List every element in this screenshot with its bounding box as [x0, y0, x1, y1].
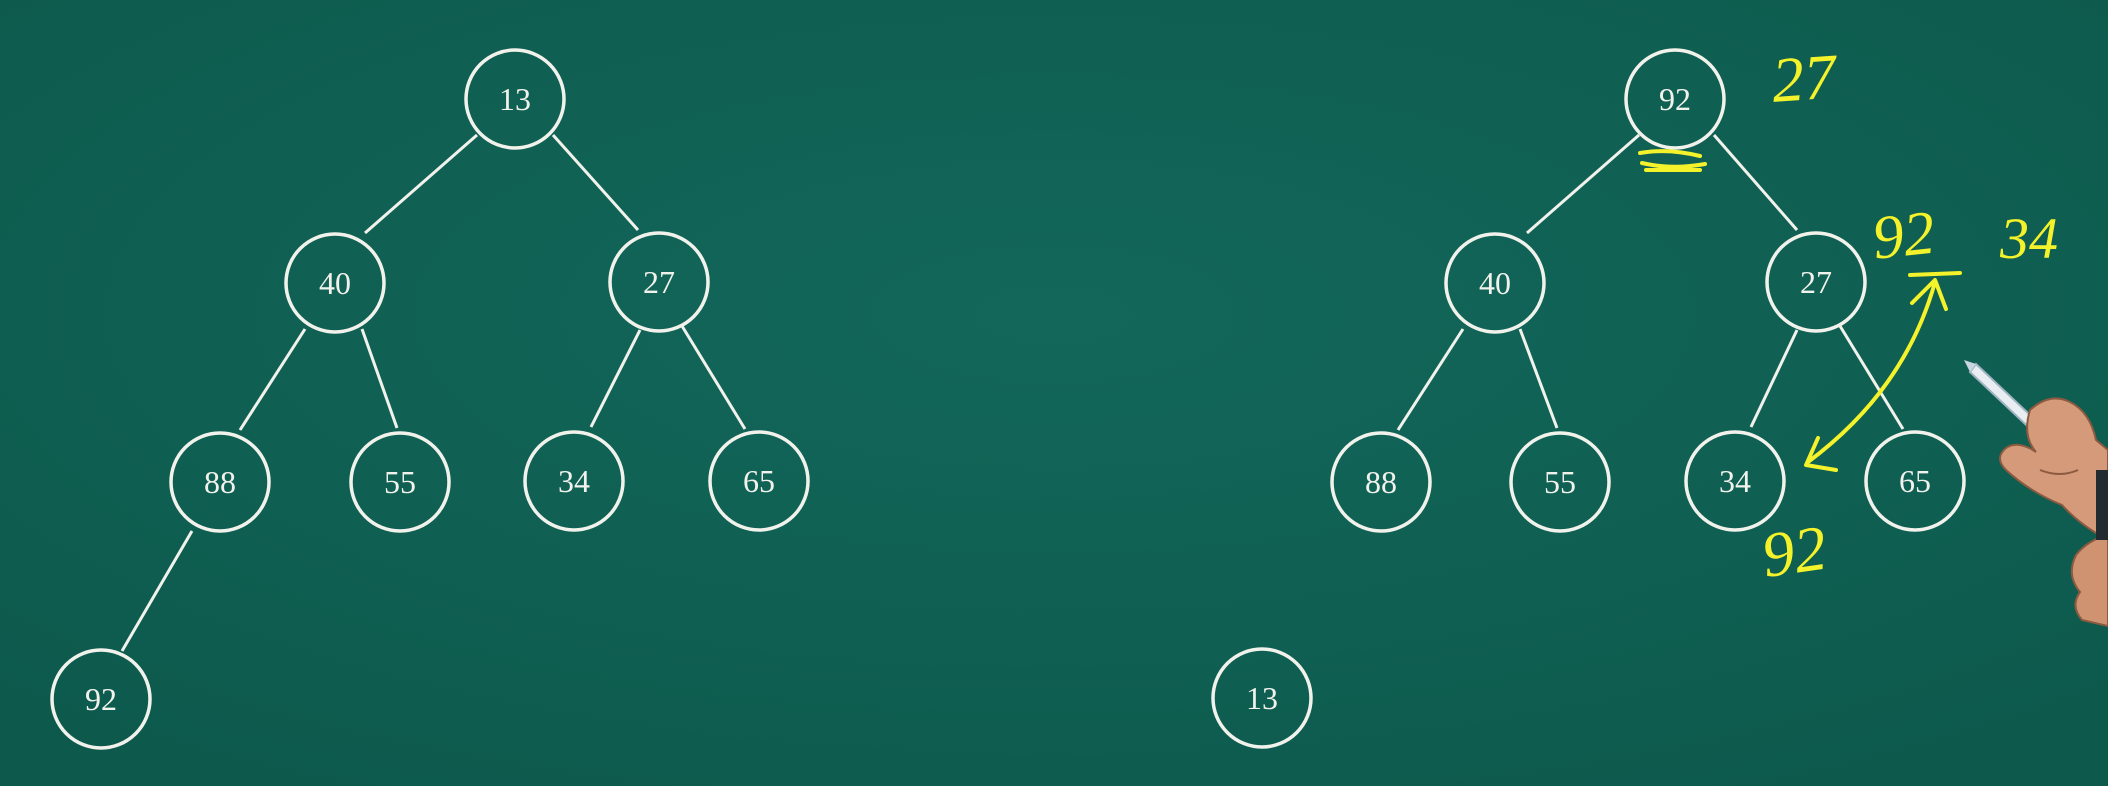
right-edge-27-65: [1838, 325, 1905, 430]
right-tree-nodes: 92 40 27 88 55 34 65 13: [1211, 48, 1966, 749]
right-node-65: 65: [1864, 430, 1966, 532]
right-node-34-label: 34: [1719, 463, 1751, 499]
left-node-88: 88: [169, 431, 271, 533]
right-edge-40-55: [1518, 328, 1559, 429]
left-edge-root-27: [551, 133, 640, 232]
right-node-27: 27: [1765, 231, 1867, 333]
left-tree-nodes: 13 40 27 88 55 34 65 92: [50, 48, 810, 750]
yellow-annotations: [1638, 149, 1962, 472]
right-edge-40-88: [1396, 328, 1465, 431]
left-tree: [120, 133, 747, 652]
removed-node-13-label: 13: [1246, 680, 1278, 716]
right-edge-27-34: [1749, 329, 1799, 428]
right-tree: [1396, 133, 1905, 431]
right-node-55: 55: [1509, 431, 1611, 533]
removed-node-13: 13: [1211, 647, 1313, 749]
left-edge-40-88: [238, 328, 307, 431]
right-edge-root-40: [1526, 133, 1640, 235]
swap-arrow: [1806, 280, 1937, 464]
hand-fingers: [1999, 397, 2108, 542]
right-node-88: 88: [1330, 431, 1432, 533]
annotation-34: 34: [1999, 206, 2058, 271]
hand-knuckle: [2039, 469, 2079, 475]
left-node-88-label: 88: [204, 464, 236, 500]
left-node-27: 27: [608, 231, 710, 333]
right-node-40: 40: [1444, 232, 1546, 334]
annotation-92-upper: 92: [1869, 199, 1938, 273]
lower-hand: [2070, 533, 2108, 628]
handwritten-labels: 27 92 34 92: [1757, 40, 2058, 591]
right-node-34: 34: [1684, 430, 1786, 532]
pen-tip: [1964, 360, 1976, 372]
left-node-40-label: 40: [319, 265, 351, 301]
right-node-55-label: 55: [1544, 464, 1576, 500]
presenter-hand: [1964, 360, 2108, 628]
right-node-88-label: 88: [1365, 464, 1397, 500]
sleeve: [2096, 470, 2108, 540]
right-edge-root-27: [1712, 134, 1799, 231]
left-node-55-label: 55: [384, 464, 416, 500]
left-node-92: 92: [50, 648, 152, 750]
left-edge-40-55: [360, 328, 399, 429]
swap-arrow-head-top: [1910, 278, 1948, 311]
right-node-40-label: 40: [1479, 265, 1511, 301]
left-node-root: 13: [464, 48, 566, 150]
left-node-65: 65: [708, 430, 810, 532]
underline-mark: [1638, 149, 1707, 172]
upper-tick: [1908, 271, 1962, 277]
left-edge-88-92: [120, 530, 194, 652]
right-node-root-label: 92: [1659, 81, 1691, 117]
left-node-root-label: 13: [499, 81, 531, 117]
right-node-27-label: 27: [1800, 264, 1832, 300]
left-node-65-label: 65: [743, 463, 775, 499]
annotation-92-lower: 92: [1757, 512, 1830, 591]
right-node-65-label: 65: [1899, 463, 1931, 499]
left-node-40: 40: [284, 232, 386, 334]
left-edge-27-34: [589, 329, 642, 428]
left-edge-root-40: [364, 133, 478, 235]
swap-arrow-head-bottom: [1804, 436, 1838, 472]
left-node-92-label: 92: [85, 681, 117, 717]
left-node-34: 34: [523, 430, 625, 532]
left-edge-27-65: [680, 325, 747, 430]
annotation-27: 27: [1769, 40, 1841, 116]
right-node-root: 92: [1624, 48, 1726, 150]
left-node-34-label: 34: [558, 463, 590, 499]
left-node-27-label: 27: [643, 264, 675, 300]
left-node-55: 55: [349, 431, 451, 533]
